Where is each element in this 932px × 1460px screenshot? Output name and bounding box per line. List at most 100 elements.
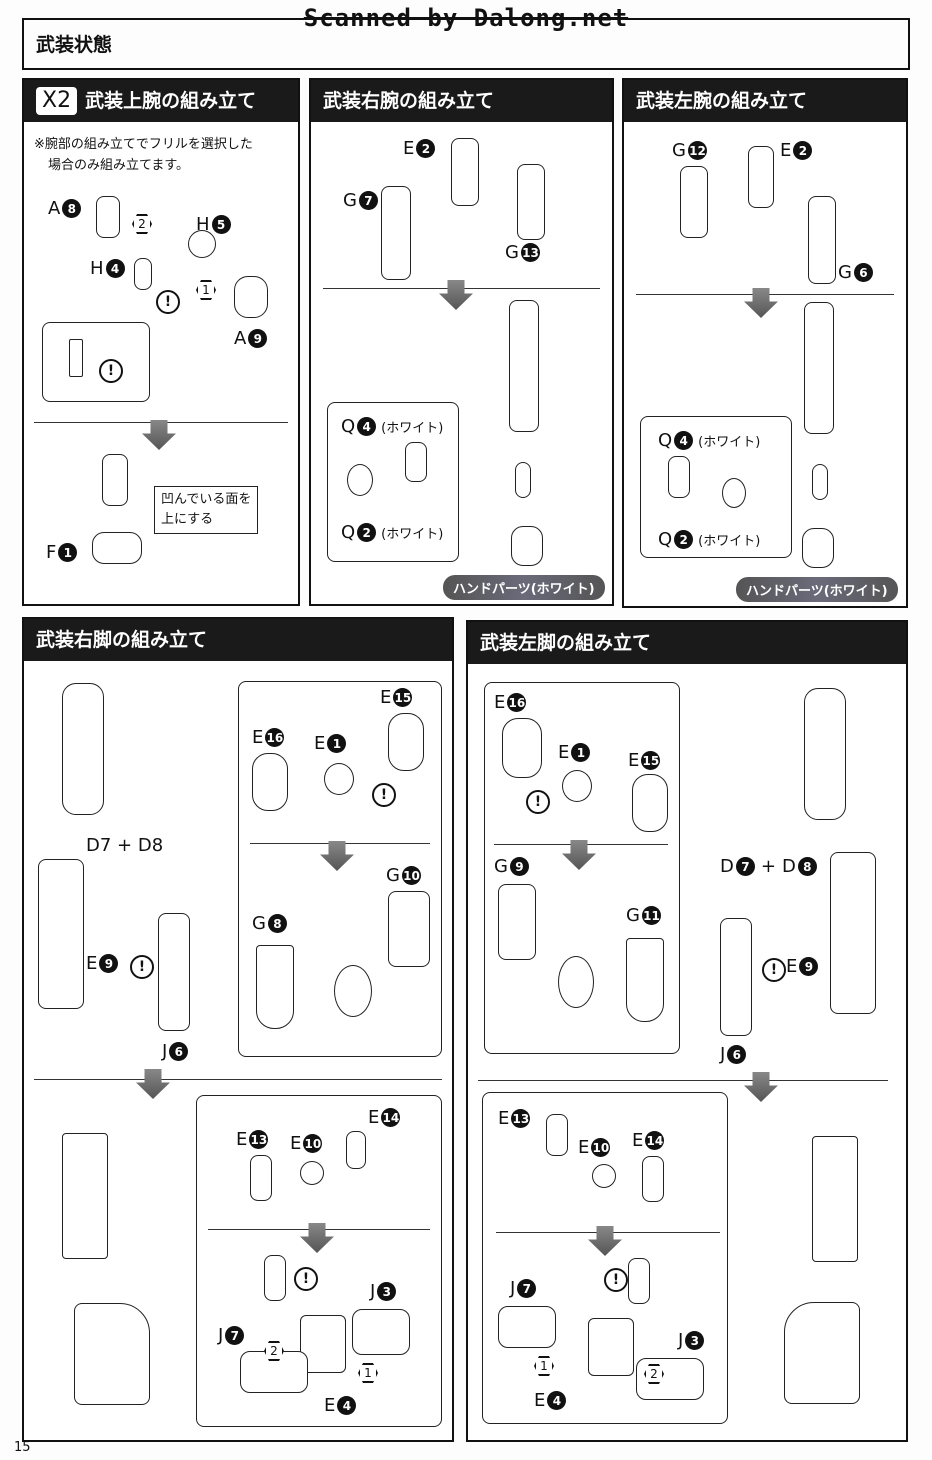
part-E1	[562, 770, 592, 802]
part-heel	[588, 1318, 634, 1376]
part-ankle	[628, 1258, 650, 1304]
part-E1	[324, 763, 354, 795]
step-marker: 1	[534, 1356, 554, 1376]
part-E10	[300, 1161, 324, 1185]
panel-header: 武装左腕の組み立て	[624, 80, 906, 122]
part-J6	[158, 913, 190, 1031]
part-joint	[334, 965, 372, 1017]
caution-icon: !	[762, 958, 786, 982]
step-marker: 1	[358, 1363, 378, 1383]
part-Q2	[347, 464, 373, 496]
part-joint	[102, 454, 128, 506]
caution-icon: !	[130, 955, 154, 979]
part-Q2	[722, 478, 746, 508]
part-E16	[252, 753, 288, 811]
part-joint	[558, 956, 594, 1008]
detail-inset	[640, 416, 792, 558]
part-foot	[74, 1303, 150, 1405]
part-Q4	[405, 442, 427, 482]
panel-header: 武装右脚の組み立て	[24, 619, 452, 661]
part-E14	[642, 1156, 664, 1202]
down-arrow-icon	[136, 1069, 170, 1099]
part-H4	[134, 258, 152, 290]
part-arm-assembled	[804, 302, 834, 434]
step-marker: 1	[196, 280, 216, 300]
part-D7-D8	[38, 859, 84, 1009]
note: ※腕部の組み立てでフリルを選択した場合のみ組み立てます。	[34, 137, 253, 173]
down-arrow-icon	[439, 280, 473, 310]
part-E14	[346, 1131, 366, 1169]
part-G10	[388, 891, 430, 967]
section-header: 武装状態	[22, 18, 910, 70]
part-E13	[250, 1155, 272, 1201]
caution-icon: !	[526, 790, 550, 814]
panel-header: 武装右腕の組み立て	[311, 80, 612, 122]
part-G7	[381, 186, 411, 280]
part-J3	[636, 1358, 704, 1400]
part-J3	[352, 1309, 410, 1355]
step-marker: 2	[644, 1364, 664, 1384]
part-E15	[388, 713, 424, 771]
hand-parts-badge: ハンドパーツ(ホワイト)	[736, 577, 898, 602]
panel-title: 武装右脚の組み立て	[36, 629, 208, 651]
down-arrow-icon	[744, 1072, 778, 1102]
divider	[34, 1079, 442, 1080]
step-marker: 2	[264, 1341, 284, 1361]
part-foot	[784, 1302, 860, 1404]
part-ankle	[264, 1255, 286, 1301]
detail-inset: !	[42, 322, 150, 402]
part-E2	[748, 146, 774, 208]
part-E10	[592, 1164, 616, 1188]
part-A8	[96, 196, 120, 238]
panel-title: 武装左腕の組み立て	[636, 90, 808, 112]
part-hand	[802, 528, 834, 568]
part-A9	[234, 276, 268, 318]
part-E2	[451, 138, 479, 206]
part-thigh	[804, 688, 846, 820]
caution-icon: !	[372, 783, 396, 807]
part-F1	[92, 532, 142, 564]
part-shin	[62, 1133, 108, 1259]
part-G8	[256, 945, 294, 1029]
part-Q4	[668, 456, 690, 498]
multiplier-badge: X2	[36, 87, 78, 115]
part-H5	[188, 230, 216, 258]
part-J6	[720, 918, 752, 1036]
down-arrow-icon	[142, 420, 176, 450]
page-number: 15	[14, 1440, 31, 1455]
divider	[478, 1080, 888, 1081]
down-arrow-icon	[744, 288, 778, 318]
part-G6	[808, 196, 836, 284]
